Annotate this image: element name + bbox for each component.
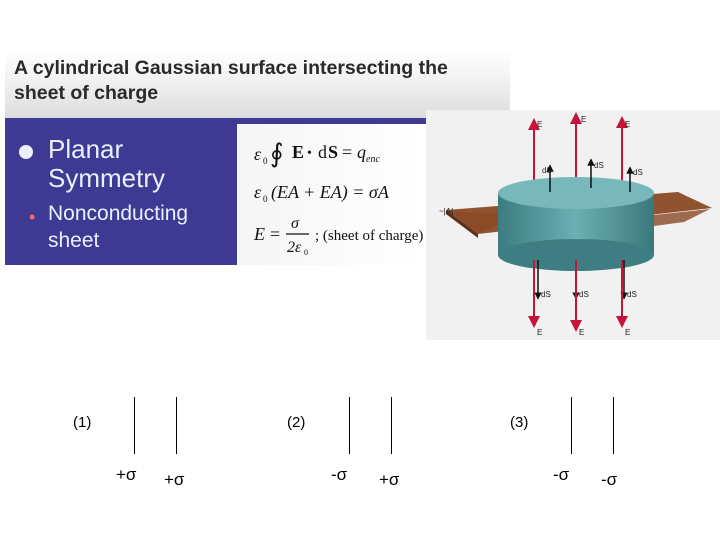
dS-symbol: d <box>318 142 327 162</box>
epsilon-subscript-3: 0 <box>304 248 308 257</box>
field-label-down-right: E <box>625 328 630 337</box>
gauss-law-equation: ε 0 ∮ E • d S = q enc <box>254 139 380 168</box>
charge-label-1-right: +σ <box>164 470 185 489</box>
charge-label-2-left: -σ <box>331 465 348 484</box>
plate-1-right <box>176 397 177 454</box>
field-label-up-left: E <box>537 120 542 129</box>
equals-sign-2: = <box>270 224 280 244</box>
field-result-equation: E = σ 2ε 0 ; (sheet of charge) <box>253 215 423 257</box>
plate-3-left <box>571 397 572 454</box>
equals-sign: = <box>342 142 352 162</box>
flux-sum-text: (EA + EA) = σA <box>271 182 390 203</box>
charge-label-3-right: -σ <box>601 470 618 489</box>
epsilon-subscript-2: 0 <box>263 194 268 204</box>
plate-2-right <box>391 397 392 454</box>
field-e-symbol: E <box>253 224 265 244</box>
field-label-up-right: E <box>625 120 630 129</box>
two-epsilon-denominator: 2ε <box>287 239 302 256</box>
plate-1-left <box>134 397 135 454</box>
field-label-down-center: E <box>579 328 584 337</box>
sigma-numerator: σ <box>291 215 300 232</box>
charge-sheet-edge <box>446 210 478 238</box>
charge-label-2-right: +σ <box>379 470 400 489</box>
charge-enc-subscript: enc <box>366 154 380 165</box>
field-label-up-center: E <box>581 115 586 124</box>
case-label-3: (3) <box>510 414 529 431</box>
cylinder-bottom-cap <box>498 239 654 271</box>
epsilon-subscript: 0 <box>263 156 268 166</box>
sub-bullet-icon: • <box>29 207 36 227</box>
charge-sheet-front-left <box>448 211 498 234</box>
ds-label-bottom-center: dS <box>579 290 589 299</box>
area-label: ~|A| <box>439 207 453 216</box>
slide-title: A cylindrical Gaussian surface intersect… <box>14 57 448 104</box>
plate-3-right <box>613 397 614 454</box>
charge-sheet-front-right <box>654 209 710 226</box>
case-label-2: (2) <box>287 414 306 431</box>
ds-label-top-center: dS <box>594 161 604 170</box>
title-band <box>5 50 510 118</box>
ds-label-top-left: dS <box>542 166 552 175</box>
sheet-of-charge-note: ; (sheet of charge) <box>315 228 423 244</box>
bullet-nonconducting-sheet: Nonconducting sheet <box>48 202 189 252</box>
plate-2-left <box>349 397 350 454</box>
vector-s-symbol: S <box>328 142 338 162</box>
charge-q-symbol: q <box>357 142 366 162</box>
case-label-1: (1) <box>73 414 92 431</box>
formula-panel-top-strip <box>237 118 426 124</box>
formula-equations: ε 0 ∮ E • d S = q enc ε 0 (EA + EA) = σA… <box>253 139 423 257</box>
formula-panel <box>237 118 426 265</box>
charge-label-3-left: -σ <box>553 465 570 484</box>
epsilon-symbol-2: ε <box>254 182 262 202</box>
ds-label-top-right: dS <box>633 168 643 177</box>
field-label-down-left: E <box>537 328 542 337</box>
vector-e-symbol: E <box>292 142 304 162</box>
bullet-panel <box>5 118 237 265</box>
bullet-panel-strip <box>5 247 42 265</box>
bullet-planar-symmetry: Planar Symmetry <box>48 134 165 193</box>
dot-operator: • <box>307 146 312 161</box>
epsilon-symbol: ε <box>254 144 262 164</box>
bullet-dot-icon <box>19 145 33 159</box>
ds-label-bottom-right: dS <box>627 290 637 299</box>
flux-equation: ε 0 (EA + EA) = σA <box>254 182 390 204</box>
cylinder-top-cap <box>498 177 654 209</box>
formula-panel-shadow <box>237 118 426 265</box>
ds-label-bottom-left: dS <box>541 290 551 299</box>
gaussian-cylinder-diagram: E E E dS dS dS ~|A| dS dS dS E E E <box>439 112 712 337</box>
contour-integral-icon: ∮ <box>270 139 284 168</box>
charge-label-1-left: +σ <box>116 465 137 484</box>
